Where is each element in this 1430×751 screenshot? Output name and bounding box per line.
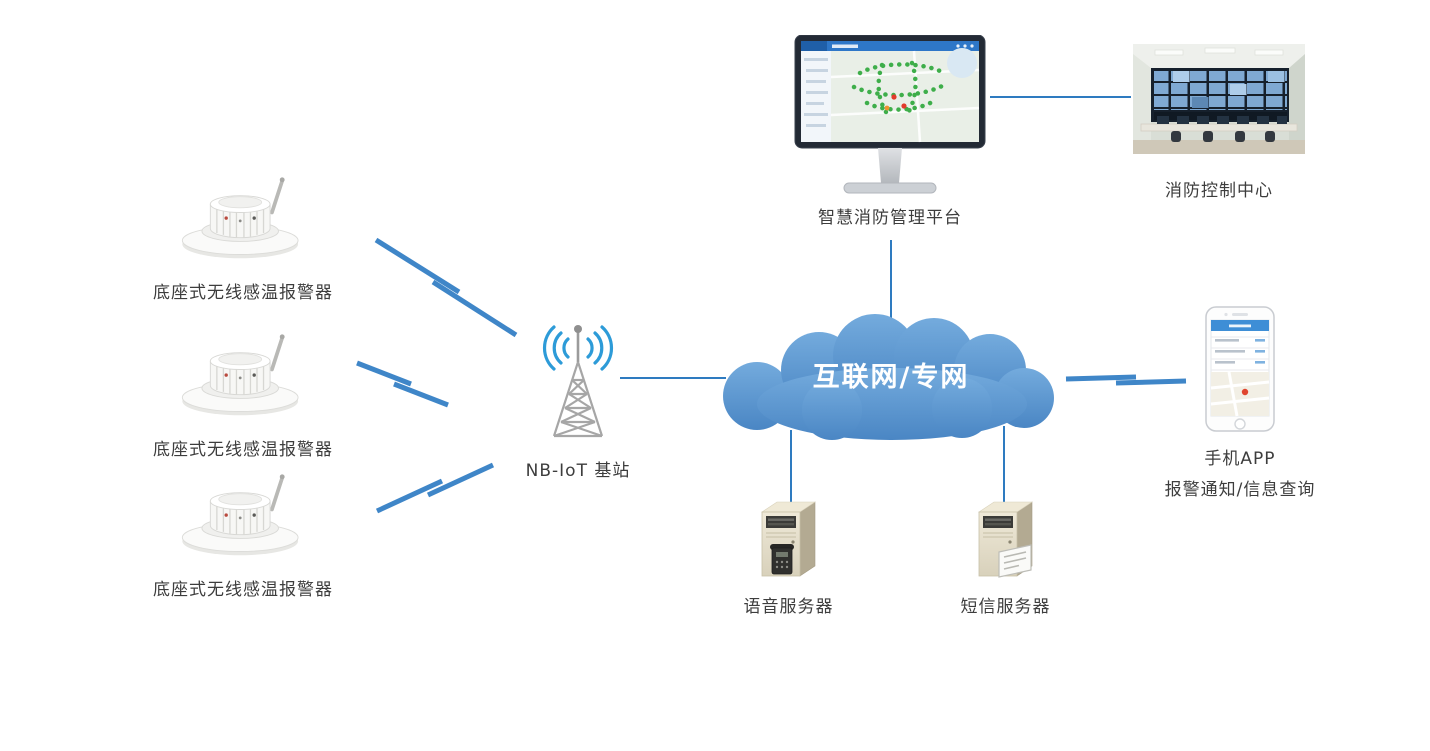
base-station-label: NB-IoT 基站 — [525, 461, 631, 481]
mobile-app-label-line2: 报警通知/信息查询 — [1164, 479, 1316, 500]
radio-tower-icon — [523, 316, 633, 444]
node-network-cloud: 互联网/专网 — [712, 312, 1070, 445]
control-center-label: 消防控制中心 — [1165, 181, 1273, 201]
sensor-label: 底座式无线感温报警器 — [153, 580, 333, 600]
bolt-sensor3-basestation — [375, 462, 495, 514]
sensor-label: 底座式无线感温报警器 — [153, 440, 333, 460]
temperature-sensor-icon — [173, 472, 313, 561]
node-control-center: 消防控制中心 — [1130, 44, 1308, 203]
monitor-dashboard-icon — [792, 35, 988, 195]
sms-server-label: 短信服务器 — [960, 597, 1051, 617]
telephone-icon — [769, 543, 794, 575]
cloud-icon — [723, 314, 1054, 440]
platform-label: 智慧消防管理平台 — [818, 208, 962, 228]
node-mobile-app: 手机APP 报警通知/信息查询 — [1150, 306, 1330, 505]
node-base-station: NB-IoT 基站 — [488, 316, 668, 483]
temperature-sensor-icon — [173, 332, 313, 421]
node-sensor-1: 底座式无线感温报警器 — [108, 175, 378, 305]
mobile-app-label: 手机APP 报警通知/信息查询 — [1165, 444, 1316, 505]
control-room-photo — [1133, 44, 1305, 154]
node-sensor-2: 底座式无线感温报警器 — [108, 332, 378, 462]
temperature-sensor-icon — [173, 175, 313, 264]
mobile-app-label-line1: 手机APP — [1204, 449, 1276, 469]
sensor-label: 底座式无线感温报警器 — [153, 283, 333, 303]
node-voice-server: 语音服务器 — [716, 496, 861, 619]
cloud-label: 互联网/专网 — [812, 362, 970, 393]
node-management-platform: 智慧消防管理平台 — [792, 35, 988, 230]
voice-server-icon — [752, 496, 826, 588]
voice-server-label: 语音服务器 — [743, 597, 834, 617]
node-sms-server: 短信服务器 — [933, 496, 1078, 619]
smartphone-icon — [1205, 306, 1275, 432]
node-sensor-3: 底座式无线感温报警器 — [108, 472, 378, 602]
sms-server-icon — [969, 496, 1043, 578]
